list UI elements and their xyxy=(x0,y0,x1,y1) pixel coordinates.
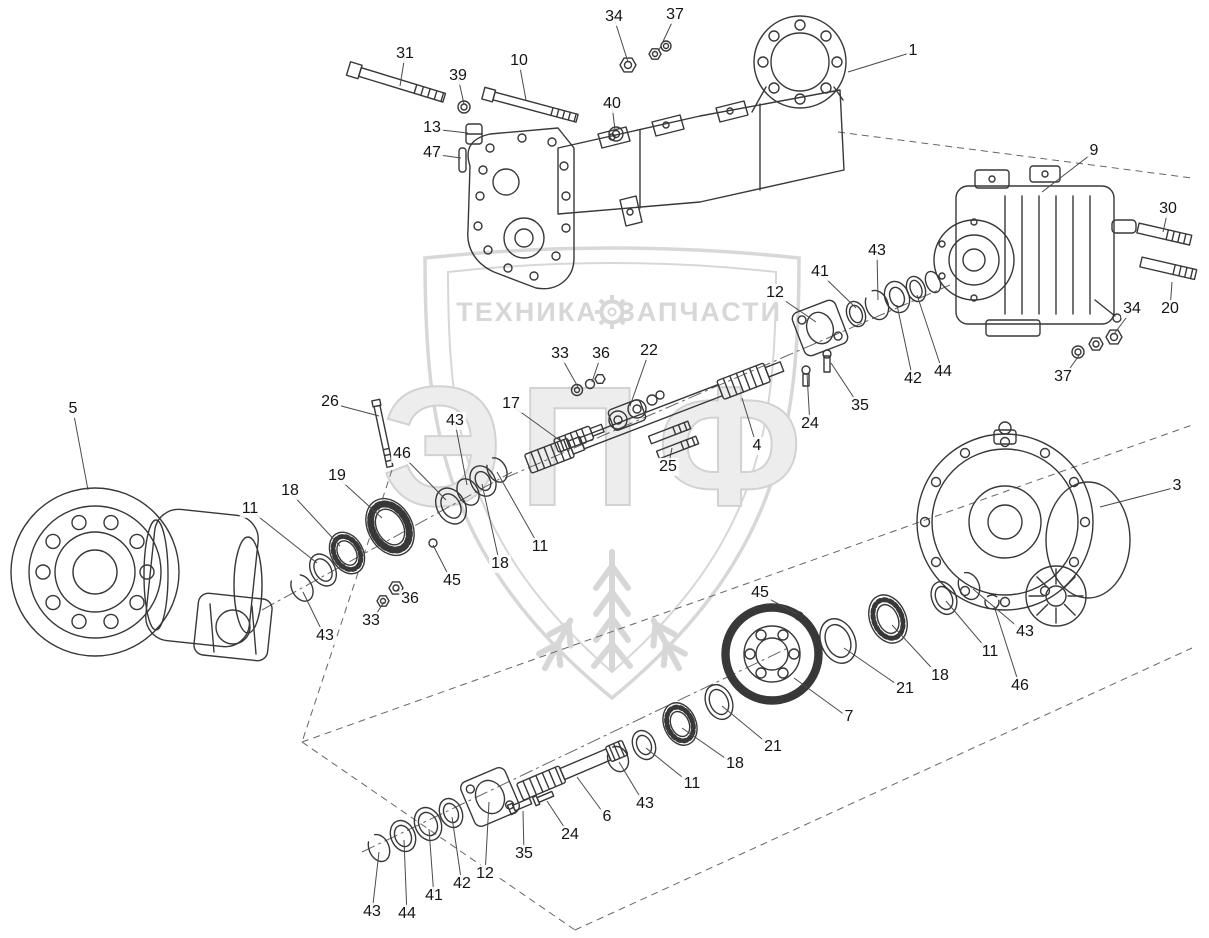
callout-leader-line xyxy=(496,471,541,549)
callout-leader-line xyxy=(876,251,879,301)
callout-leader-line xyxy=(249,509,318,564)
stud-25-part xyxy=(647,420,700,460)
gearbox-part xyxy=(933,165,1137,337)
pin-47-part xyxy=(458,147,467,173)
nut-37-top-part xyxy=(648,40,672,60)
callout-leader-line xyxy=(681,727,736,766)
callout-leader-line xyxy=(484,801,490,876)
watermark-wheat-icon xyxy=(536,549,688,672)
gear-7-part xyxy=(721,603,823,705)
callout-leader-line xyxy=(613,17,629,63)
stud-30-part xyxy=(1136,222,1193,246)
callout-leader-line xyxy=(431,128,469,134)
watermark-gear-icon xyxy=(595,295,629,329)
callout-leader-line xyxy=(371,851,380,914)
callout-leader-line xyxy=(457,76,465,105)
callout-leader-line xyxy=(302,591,326,638)
callout-leader-line xyxy=(916,294,944,374)
callout-leader-line xyxy=(658,15,676,51)
callout-leader-line xyxy=(329,402,380,417)
stub-shaft-17-part xyxy=(553,423,605,453)
shaft-6-part xyxy=(516,740,629,801)
callout-leader-line xyxy=(1099,486,1178,508)
callout-leader-line xyxy=(451,816,463,886)
watermark: ТЕХНИКА ЗАПЧАСТИ ЭПФ xyxy=(381,246,818,701)
small-hardware-33-36-part xyxy=(570,374,606,397)
bolt-24-lower-part xyxy=(531,790,555,807)
bolt-10-part xyxy=(481,86,579,123)
bolt-35-right-part xyxy=(822,349,832,373)
watermark-shield xyxy=(423,246,801,701)
nut-34-top-part xyxy=(619,57,637,73)
callout-leader-line xyxy=(847,51,914,73)
callout-leader-line xyxy=(428,828,435,898)
watermark-left-text: ТЕХНИКА xyxy=(456,297,597,327)
callout-leader-line xyxy=(721,705,774,749)
callout-leader-line xyxy=(522,810,525,856)
callout-leader-line xyxy=(611,104,616,131)
axle-frame-part xyxy=(467,15,847,290)
nut-36-left-part xyxy=(388,581,404,595)
output-flange-right-part xyxy=(791,299,849,357)
stud-20-part xyxy=(1139,256,1198,281)
bolt-24-right-part xyxy=(801,365,811,387)
final-drive-part xyxy=(916,421,1131,627)
callout-leader-line xyxy=(1169,281,1173,311)
lower-left-ring-set xyxy=(367,797,464,863)
stud-26-part xyxy=(371,398,394,468)
callout-leader-line xyxy=(819,272,857,309)
output-flange-lower-part xyxy=(460,767,520,827)
callout-leader-line xyxy=(289,491,341,547)
watermark-right-text: ЗАПЧАСТИ xyxy=(618,297,782,327)
drive-shaft-part xyxy=(524,361,785,474)
seal-ring-set-right xyxy=(845,270,942,328)
callout-leader-line xyxy=(481,483,501,566)
callout-leader-line xyxy=(972,588,1026,634)
nut-33-left-part xyxy=(376,595,390,607)
callout-leader-line xyxy=(1062,353,1081,379)
bolt-35-lower-part xyxy=(506,797,533,816)
callout-leader-line xyxy=(896,304,914,381)
watermark-brand-text: ЭПФ xyxy=(382,352,818,542)
callout-leader-line xyxy=(431,153,462,159)
callout-leader-line xyxy=(454,421,468,486)
callout-leader-line xyxy=(403,839,408,916)
callout-leader-line xyxy=(546,800,571,837)
wheel-hub-part xyxy=(10,487,273,662)
callout-leader-line xyxy=(793,677,850,719)
bolt-31-part xyxy=(345,61,447,103)
callout-leader-line xyxy=(72,409,89,491)
washer-40-part xyxy=(608,126,624,142)
callout-leader-line xyxy=(618,761,646,806)
callout-leader-line xyxy=(518,61,527,101)
universal-joint-part xyxy=(607,390,665,431)
callout-leader-line xyxy=(629,351,650,407)
callout-leader-line xyxy=(645,747,693,786)
lower-right-bearing-set xyxy=(794,571,1000,664)
callout-leader-line xyxy=(830,362,861,408)
callout-leader-line xyxy=(432,544,453,583)
callout-leader-line xyxy=(370,601,385,623)
lower-left-bearing-set xyxy=(606,683,734,773)
bracket-13-part xyxy=(465,123,483,145)
callout-leader-line xyxy=(336,476,383,519)
callout-leader-line xyxy=(891,624,941,678)
callout-leader-line xyxy=(993,605,1021,688)
left-bearing-train xyxy=(290,457,508,602)
nut-34-right-part xyxy=(1105,329,1123,345)
callout-leader-line xyxy=(843,647,906,691)
nut-37-right-part xyxy=(1071,337,1104,359)
callout-leader-line xyxy=(576,776,608,819)
callout-leader-line xyxy=(1041,151,1095,193)
callout-leader-line xyxy=(945,600,991,654)
construction-lines xyxy=(261,131,1193,931)
parts-layer xyxy=(10,15,1198,863)
